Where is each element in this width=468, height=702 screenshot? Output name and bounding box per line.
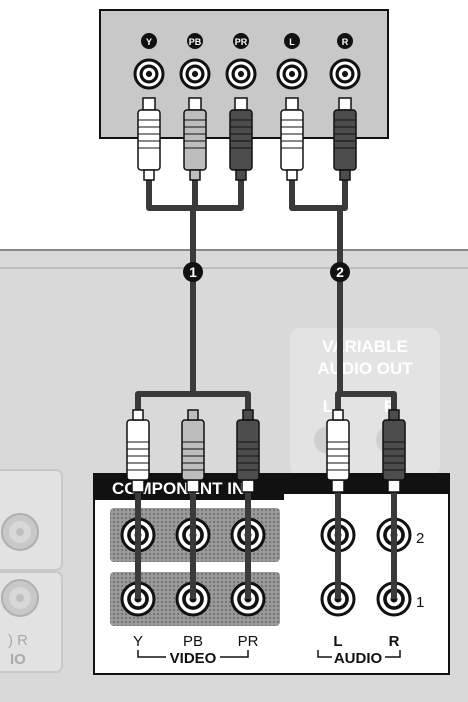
component-header: COMPONENT IN — [112, 479, 244, 498]
cable-2-badge: 2 — [330, 262, 350, 282]
source-jack-label-0: Y — [141, 33, 157, 49]
source-jack-y — [133, 58, 165, 90]
video-label-y: Y — [133, 633, 143, 650]
source-plug-r — [333, 97, 357, 181]
video-label-pb: PB — [183, 633, 203, 650]
audio-row-2-number: 2 — [416, 530, 424, 547]
tv-video-plug-2 — [236, 409, 260, 493]
source-jack-l — [276, 58, 308, 90]
tv-audio-plug-0 — [326, 409, 350, 493]
svg-text:L: L — [289, 37, 295, 47]
source-jack-r — [329, 58, 361, 90]
svg-text:PB: PB — [189, 37, 202, 47]
cable-1-bottom-branch — [135, 391, 251, 420]
svg-text:1: 1 — [189, 264, 197, 280]
variable-audio-out: VARIABLE AUDIO OUT L R — [290, 328, 440, 476]
source-jack-pr — [225, 58, 257, 90]
source-plug-pr — [229, 97, 253, 181]
source-plug-y — [137, 97, 161, 181]
variable-audio-l: L — [323, 397, 333, 416]
source-jack-label-4: R — [337, 33, 353, 49]
video-label-pr: PR — [238, 633, 259, 650]
source-plug-l — [280, 97, 304, 181]
variable-audio-line2: AUDIO OUT — [317, 359, 413, 378]
audio-label-r: R — [389, 633, 400, 650]
tv-video-plug-0 — [126, 409, 150, 493]
audio-group-label: AUDIO — [334, 650, 383, 667]
tv-video-plug-1 — [181, 409, 205, 493]
video-group-label: VIDEO — [170, 650, 217, 667]
audio-label-l: L — [333, 633, 342, 650]
cable-2-top-branch — [289, 170, 348, 211]
source-jack-pb — [179, 58, 211, 90]
svg-text:PR: PR — [235, 37, 248, 47]
cable-2-bottom-branch — [335, 391, 397, 420]
audio-row-1-number: 1 — [416, 594, 424, 611]
source-jack-label-2: PR — [233, 33, 249, 49]
cable-1-badge: 1 — [183, 262, 203, 282]
source-jack-label-3: L — [284, 33, 300, 49]
side-partial-label-1: ) R — [8, 632, 28, 649]
svg-text:2: 2 — [336, 264, 344, 280]
source-plug-pb — [183, 97, 207, 181]
variable-audio-line1: VARIABLE — [322, 337, 408, 356]
source-jack-label-1: PB — [187, 33, 203, 49]
tv-audio-plug-1 — [382, 409, 406, 493]
side-partial-jacks: ) R IO — [0, 469, 63, 673]
svg-text:Y: Y — [146, 37, 152, 47]
side-partial-label-2: IO — [10, 651, 26, 668]
svg-text:R: R — [342, 37, 349, 47]
